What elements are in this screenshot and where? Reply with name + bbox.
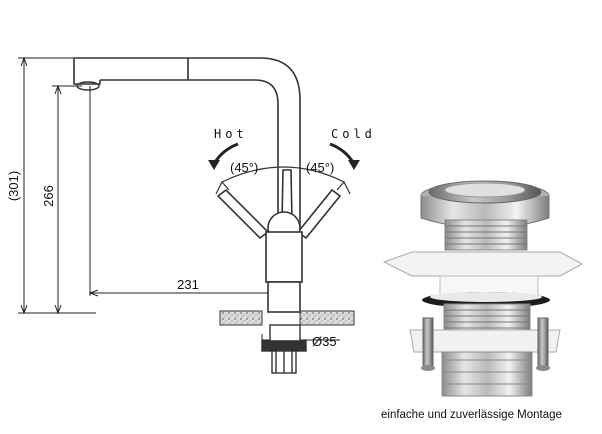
cold-label: Cold: [331, 127, 376, 141]
spout-height-label: 266: [41, 185, 56, 207]
faucet-spout: [73, 57, 301, 250]
faucet-body: [265, 231, 303, 313]
hot-angle-label: (45°): [230, 160, 258, 175]
hot-label: Hot: [214, 127, 248, 141]
mounting-kit-photo: [382, 180, 584, 397]
mounting-shank: [261, 324, 307, 374]
diameter-label: Ø35: [312, 334, 337, 349]
spout-aerator: [76, 81, 100, 91]
photo-caption: einfache und zuverlässige Montage: [381, 409, 562, 421]
reach-label: 231: [177, 277, 199, 292]
hot-rotation-arrow-icon: [208, 142, 239, 170]
cold-rotation-arrow-icon: [329, 142, 360, 170]
cold-angle-label: (45°): [306, 160, 334, 175]
swing-arc: [215, 166, 351, 195]
countertop-section: [219, 310, 355, 326]
total-height-label: (301): [6, 171, 21, 201]
